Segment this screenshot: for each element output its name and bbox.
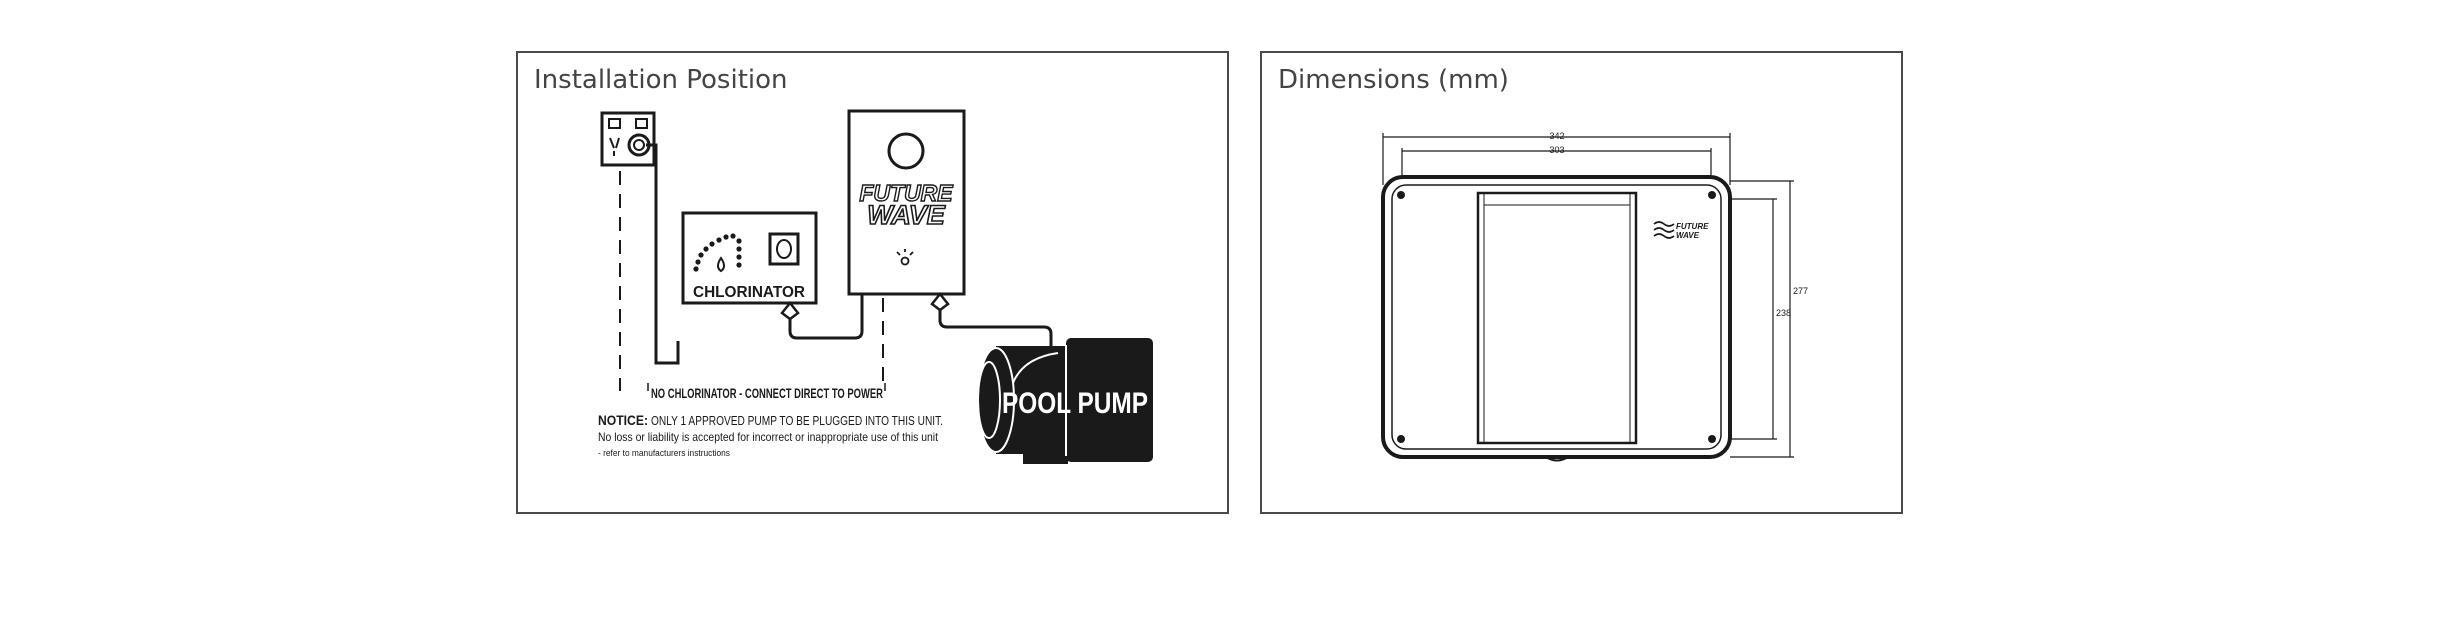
installation-title: Installation Position [534,65,788,95]
installation-panel: Installation Position [516,51,1229,514]
brand-logo-line2: WAVE [1676,231,1700,240]
no-chlorinator-note: NO CHLORINATOR - CONNECT DIRECT TO POWER [651,385,883,401]
controller-brand-line1: FUTURE [859,180,953,206]
pool-pump-icon: POOL PUMP [977,338,1153,464]
controller-icon: FUTURE WAVE [847,109,966,296]
installation-diagram: CHLORINATOR FUTURE WAVE POOL PUMP [598,109,1153,464]
enclosure-outline [1381,175,1732,462]
notice-title: NOTICE: [598,412,648,428]
height-inner-label: 238 [1776,308,1791,318]
notice-line-1: ONLY 1 APPROVED PUMP TO BE PLUGGED INTO … [651,413,943,428]
brand-logo-line1: FUTURE [1676,222,1709,231]
chlorinator-icon: CHLORINATOR [681,211,818,305]
chlorinator-label: CHLORINATOR [693,284,805,301]
brand-logo: FUTURE WAVE [1653,221,1709,240]
notice-line-2: No loss or liability is accepted for inc… [598,430,939,444]
width-outer-label: 342 [1549,131,1564,141]
power-outlet-icon [600,111,656,167]
notice-line-3: - refer to manufacturers instructions [598,448,730,458]
pump-label: POOL PUMP [1002,387,1148,420]
dimensions-title: Dimensions (mm) [1278,65,1509,95]
height-outer-label: 277 [1793,286,1808,296]
width-inner-label: 303 [1549,145,1564,155]
dimensions-drawing: 342 303 277 238 FUTURE WAVE [1381,131,1808,462]
controller-brand-line2: WAVE [867,200,945,230]
dimensions-panel: Dimensions (mm) 342 303 277 238 [1260,51,1903,514]
